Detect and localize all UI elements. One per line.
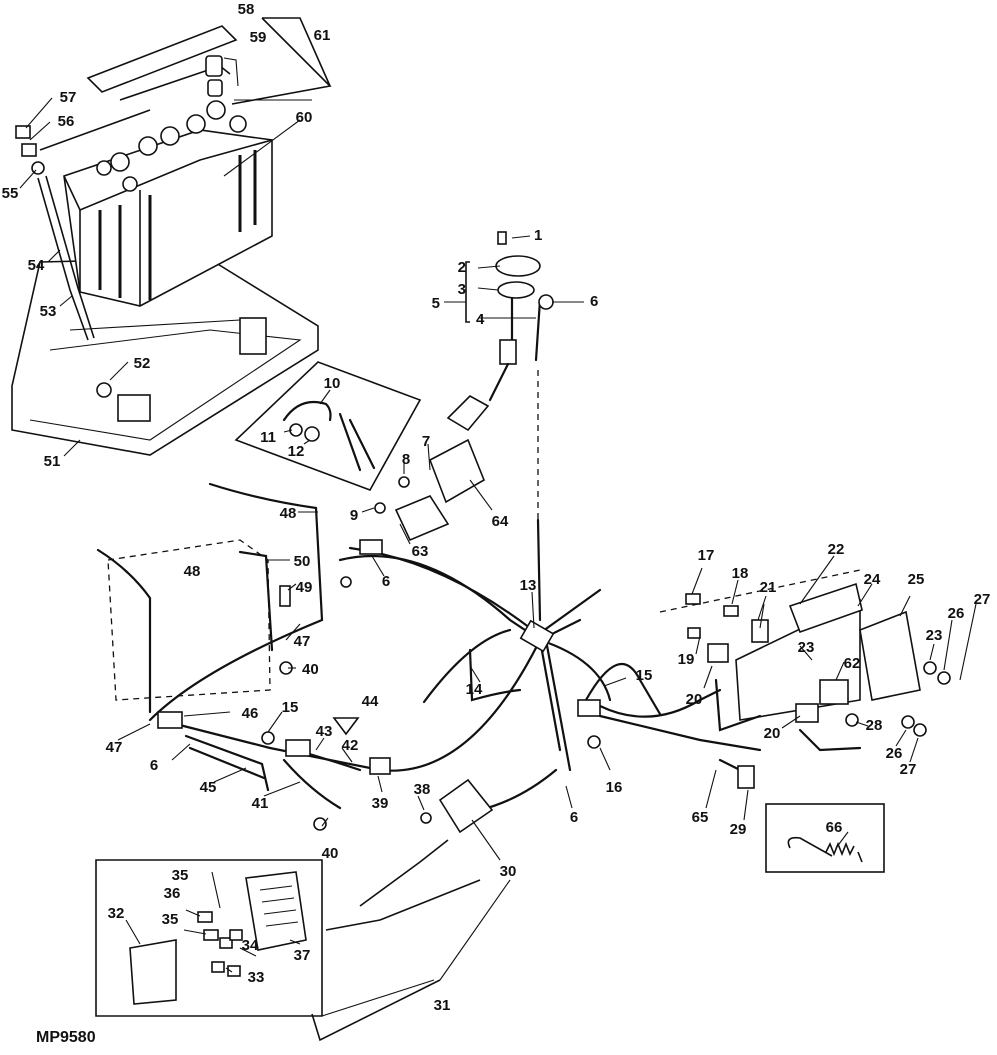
callout-21: 21 bbox=[760, 579, 777, 596]
callout-43: 43 bbox=[316, 723, 333, 740]
callout-57: 57 bbox=[60, 89, 77, 106]
callout-17: 17 bbox=[698, 547, 715, 564]
callout-65: 65 bbox=[692, 809, 709, 826]
fuse-box-assembly bbox=[95, 839, 481, 1017]
terminal-cover bbox=[86, 25, 238, 93]
callout-11: 11 bbox=[260, 429, 276, 446]
relay-30 bbox=[420, 778, 494, 834]
figure-id: MP9580 bbox=[36, 1029, 96, 1046]
sender-assembly bbox=[446, 231, 554, 432]
callout-66: 66 bbox=[826, 819, 843, 836]
callout-38: 38 bbox=[414, 781, 431, 798]
callout-3: 3 bbox=[458, 281, 466, 298]
callout-45: 45 bbox=[200, 779, 217, 796]
callout-46: 46 bbox=[242, 705, 259, 722]
callout-4: 4 bbox=[476, 311, 485, 328]
callout-19: 19 bbox=[678, 651, 695, 668]
callout-23a: 23 bbox=[798, 639, 815, 656]
callout-15a: 15 bbox=[636, 667, 653, 684]
callout-12: 12 bbox=[288, 443, 305, 460]
callout-58: 58 bbox=[238, 1, 255, 18]
callout-64: 64 bbox=[492, 513, 509, 530]
callout-40b: 40 bbox=[322, 845, 339, 862]
callout-37: 37 bbox=[294, 947, 311, 964]
cable-kit-box bbox=[234, 361, 422, 491]
callout-13: 13 bbox=[520, 577, 537, 594]
callout-27a: 27 bbox=[974, 591, 991, 608]
callout-1: 1 bbox=[534, 227, 542, 244]
callout-62: 62 bbox=[844, 655, 861, 672]
callout-15b: 15 bbox=[282, 699, 299, 716]
callout-30: 30 bbox=[500, 863, 517, 880]
callout-60: 60 bbox=[296, 109, 313, 126]
callout-20b: 20 bbox=[764, 725, 781, 742]
callout-39: 39 bbox=[372, 795, 389, 812]
callout-47a: 47 bbox=[294, 633, 311, 650]
callout-49: 49 bbox=[296, 579, 313, 596]
callout-7: 7 bbox=[422, 433, 430, 450]
callout-10: 10 bbox=[324, 375, 341, 392]
callout-25: 25 bbox=[908, 571, 925, 588]
callout-40a: 40 bbox=[302, 661, 319, 678]
callout-26b: 26 bbox=[886, 745, 903, 762]
callout-14: 14 bbox=[466, 681, 483, 698]
callout-27b: 27 bbox=[900, 761, 917, 778]
callout-59: 59 bbox=[250, 29, 267, 46]
callout-35a: 35 bbox=[172, 867, 189, 884]
callout-42: 42 bbox=[342, 737, 359, 754]
callout-6d: 6 bbox=[570, 809, 578, 826]
callout-18: 18 bbox=[732, 565, 749, 582]
callout-29: 29 bbox=[730, 821, 747, 838]
callout-52: 52 bbox=[134, 355, 151, 372]
callout-6c: 6 bbox=[150, 757, 158, 774]
callout-20a: 20 bbox=[686, 691, 703, 708]
callout-2: 2 bbox=[458, 259, 466, 276]
callout-labels: 1 2 3 4 5 6 6 6 6 7 8 9 10 11 12 13 14 1… bbox=[2, 1, 991, 1014]
callout-48a: 48 bbox=[280, 505, 297, 522]
callout-54: 54 bbox=[28, 257, 45, 274]
callout-33: 33 bbox=[248, 969, 265, 986]
callout-55: 55 bbox=[2, 185, 19, 202]
callout-56: 56 bbox=[58, 113, 75, 130]
callout-31: 31 bbox=[434, 997, 451, 1014]
callout-6b: 6 bbox=[382, 573, 390, 590]
callout-47b: 47 bbox=[106, 739, 123, 756]
callout-63: 63 bbox=[412, 543, 429, 560]
callout-41: 41 bbox=[252, 795, 269, 812]
callout-32: 32 bbox=[108, 905, 125, 922]
callout-24: 24 bbox=[864, 571, 881, 588]
callout-51: 51 bbox=[44, 453, 61, 470]
callout-26a: 26 bbox=[948, 605, 965, 622]
callout-48b: 48 bbox=[184, 563, 201, 580]
spring-detail bbox=[765, 803, 885, 873]
callout-22: 22 bbox=[828, 541, 845, 558]
callout-61: 61 bbox=[314, 27, 331, 44]
battery-tray bbox=[11, 257, 319, 456]
regulator-assembly bbox=[374, 438, 485, 542]
callout-16: 16 bbox=[606, 779, 623, 796]
callout-34: 34 bbox=[242, 937, 259, 954]
callout-9: 9 bbox=[350, 507, 358, 524]
battery-assembly bbox=[11, 25, 319, 456]
callout-50: 50 bbox=[294, 553, 311, 570]
leader-lines bbox=[19, 17, 977, 1042]
control-module-assembly bbox=[659, 569, 951, 789]
callout-44: 44 bbox=[362, 693, 379, 710]
callout-35b: 35 bbox=[162, 911, 179, 928]
callout-28: 28 bbox=[866, 717, 883, 734]
callout-23b: 23 bbox=[926, 627, 943, 644]
callout-8: 8 bbox=[402, 451, 410, 468]
callout-53: 53 bbox=[40, 303, 57, 320]
callout-36: 36 bbox=[164, 885, 181, 902]
main-wiring-harness bbox=[96, 370, 762, 831]
callout-5: 5 bbox=[432, 295, 440, 312]
callout-6a: 6 bbox=[590, 293, 598, 310]
